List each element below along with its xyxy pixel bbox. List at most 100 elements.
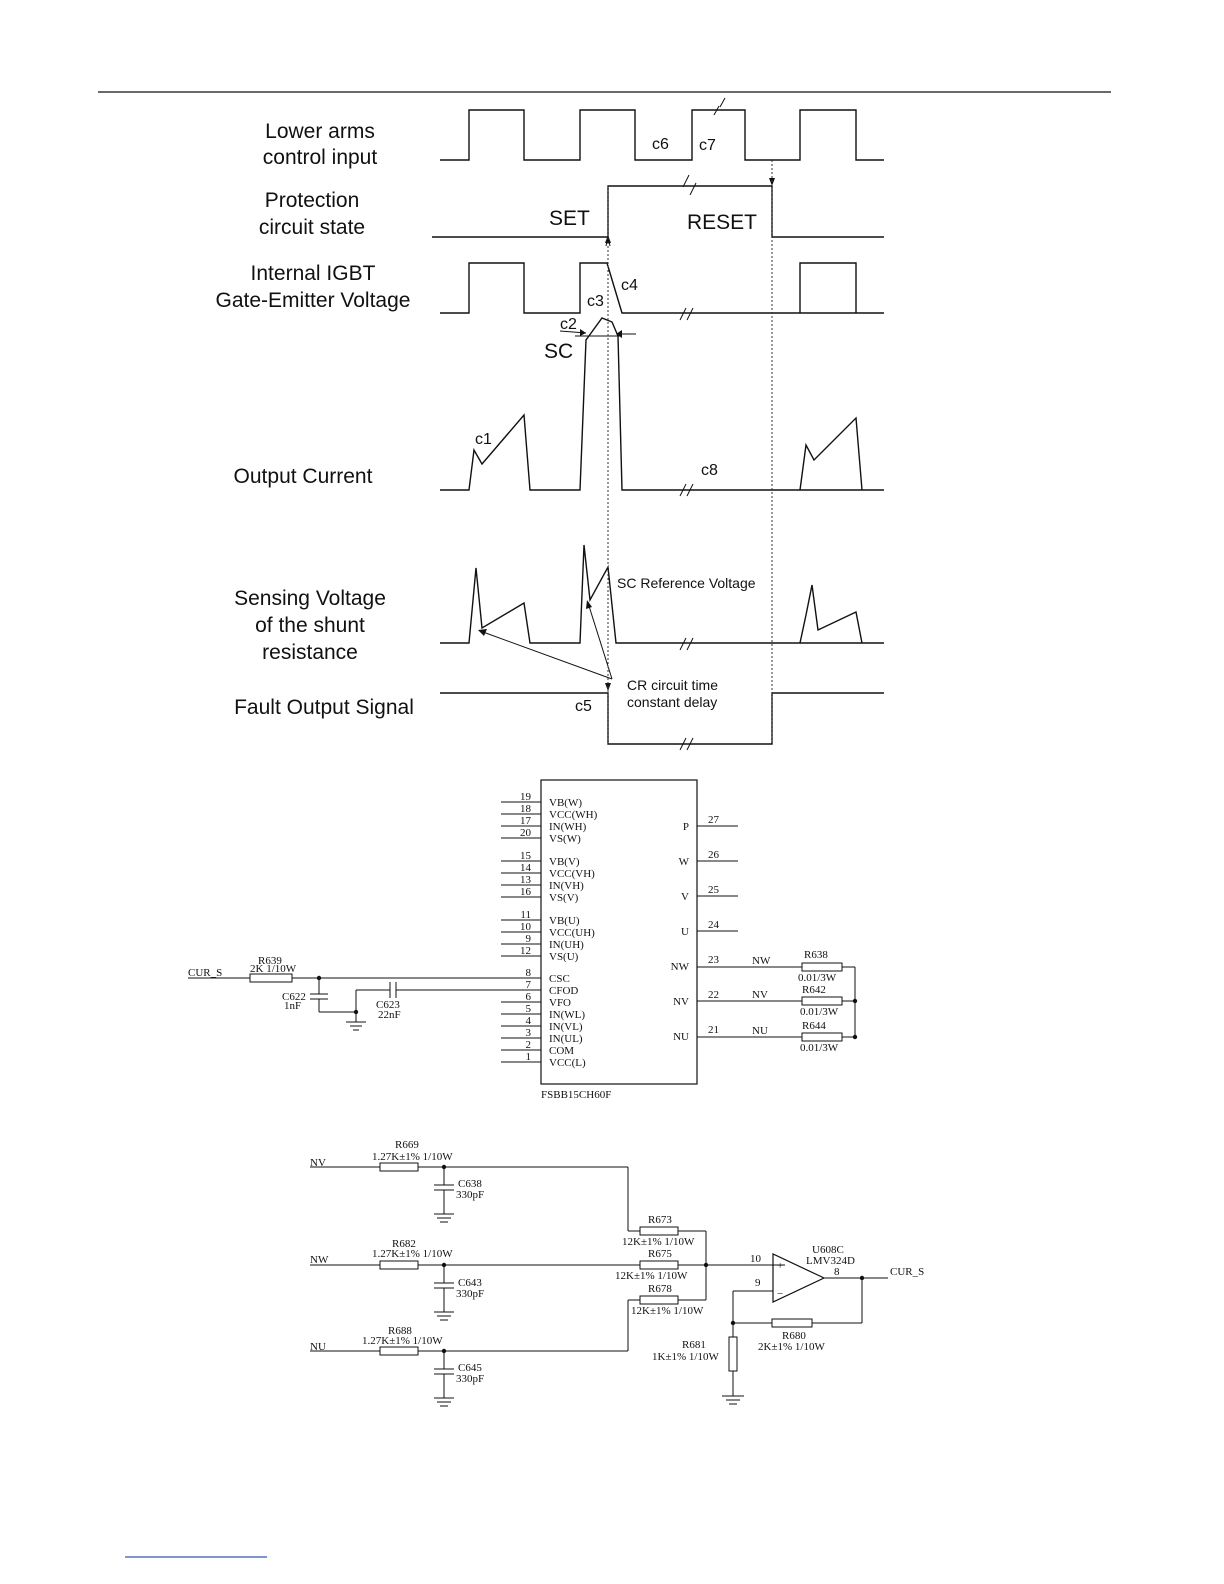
schematic-label: − (777, 1288, 783, 1300)
schematic-label: 1nF (284, 1000, 301, 1012)
annotation-c8: c8 (701, 462, 718, 479)
amplifier-schematic: NV R669 1.27K±1% 1/10W C638 330pF R673 1… (310, 1139, 924, 1407)
schematic-label: VCC(WH) (549, 809, 598, 821)
schematic-label: VB(U) (549, 915, 580, 927)
annotation-c1: c1 (475, 431, 492, 448)
schematic-label: 1.27K±1% 1/10W (372, 1151, 453, 1163)
schematic-label: C645 (458, 1362, 482, 1374)
schematic-label: 20 (520, 827, 532, 839)
schematic-label: R682 (392, 1238, 416, 1250)
schematic-label: IN(WL) (549, 1009, 585, 1021)
schematic-label: W (679, 856, 690, 868)
schematic-label: CUR_S (188, 967, 222, 979)
schematic-label: 10 (750, 1253, 762, 1265)
label-protection-1: Protection (265, 189, 360, 212)
schematic-label: NU (752, 1025, 768, 1037)
ic-part-number: FSBB15CH60F (541, 1089, 611, 1101)
schematic-label: U (681, 926, 689, 938)
schematic-label: R644 (802, 1020, 826, 1032)
annotation-cr-delay-1: CR circuit time (627, 677, 718, 693)
schematic-label: VS(V) (549, 892, 579, 904)
schematic-label: IN(UL) (549, 1033, 583, 1045)
schematic-label: NV (752, 989, 768, 1001)
label-igbt-2: Gate-Emitter Voltage (216, 289, 411, 312)
schematic-label: C622 (282, 991, 306, 1003)
schematic-label: NW (310, 1254, 329, 1266)
label-lower-arms-1: Lower arms (265, 120, 375, 143)
schematic-label: NW (752, 955, 771, 967)
schematic-label: C638 (458, 1178, 482, 1190)
annotation-reset: RESET (687, 211, 757, 234)
schematic-label: R680 (782, 1330, 806, 1342)
schematic-label: 16 (520, 886, 532, 898)
schematic-label: 17 (520, 815, 532, 827)
annotation-sc: SC (544, 340, 573, 363)
schematic-label: VB(W) (549, 797, 582, 809)
schematic-label: IN(VL) (549, 1021, 583, 1033)
schematic-label: 6 (526, 991, 532, 1003)
schematic-label: V (681, 891, 689, 903)
schematic-label: + (777, 1260, 783, 1272)
schematic-label: NU (673, 1031, 689, 1043)
schematic-label: LMV324D (806, 1255, 855, 1267)
schematic-label: 23 (708, 954, 720, 966)
schematic-label: 26 (708, 849, 720, 861)
wave-sensing-voltage (440, 544, 884, 644)
annotation-c2: c2 (560, 316, 577, 333)
schematic-label: 24 (708, 919, 720, 931)
schematic-label: 12K±1% 1/10W (615, 1270, 688, 1282)
schematic-label: 2K 1/10W (250, 963, 297, 975)
schematic-label: R642 (802, 984, 826, 996)
schematic-label: 12 (520, 945, 531, 957)
schematic-label: IN(WH) (549, 821, 587, 833)
schematic-label: 12K±1% 1/10W (622, 1236, 695, 1248)
schematic-label: 19 (520, 791, 532, 803)
schematic-label: 22 (708, 989, 719, 1001)
schematic-label: 8 (526, 967, 532, 979)
schematic-label: COM (549, 1045, 574, 1057)
schematic-label: R688 (388, 1325, 412, 1337)
schematic-label: NV (673, 996, 689, 1008)
schematic-label: IN(UH) (549, 939, 584, 951)
schematic-label: U608C (812, 1244, 844, 1256)
opamp-symbol (772, 1253, 826, 1303)
annotation-sc-reference: SC Reference Voltage (617, 575, 756, 591)
schematic-label: 1.27K±1% 1/10W (372, 1248, 453, 1260)
wave-igbt-gate (440, 262, 884, 314)
label-sensing-1: Sensing Voltage (234, 587, 386, 610)
schematic-label: 9 (526, 933, 532, 945)
csc-filter-circuit: CUR_S R639 2K 1/10W C622 1nF C623 22nF (188, 955, 541, 1031)
schematic-label: R675 (648, 1248, 672, 1260)
wave-output-current (440, 317, 884, 491)
schematic-label: NV (310, 1157, 326, 1169)
schematic-label: 14 (520, 862, 532, 874)
schematic-label: 2 (526, 1039, 532, 1051)
schematic-label: VS(W) (549, 833, 581, 845)
schematic-label: VCC(VH) (549, 868, 595, 880)
schematic-label: C623 (376, 999, 400, 1011)
schematic-label: 10 (520, 921, 532, 933)
schematic-label: 27 (708, 814, 720, 826)
schematic-label: 1 (526, 1051, 532, 1063)
label-sensing-2: of the shunt (255, 614, 365, 637)
schematic-label: 0.01/3W (798, 972, 837, 984)
schematic-label: VS(U) (549, 951, 579, 963)
schematic-label: 0.01/3W (800, 1042, 839, 1054)
schematic-label: 12K±1% 1/10W (631, 1305, 704, 1317)
schematic-label: 11 (520, 909, 531, 921)
schematic-label: CUR_S (890, 1266, 924, 1278)
label-lower-arms-2: control input (263, 146, 378, 169)
schematic-label: 8 (834, 1266, 840, 1278)
schematic-label: 1.27K±1% 1/10W (362, 1335, 443, 1347)
schematic-label: VCC(UH) (549, 927, 595, 939)
schematic-label: R673 (648, 1214, 672, 1226)
schematic-label: VB(V) (549, 856, 580, 868)
schematic-label: C643 (458, 1277, 482, 1289)
schematic-label: VCC(L) (549, 1057, 586, 1069)
schematic-label: CSC (549, 973, 570, 985)
schematic-label: P (683, 821, 689, 833)
